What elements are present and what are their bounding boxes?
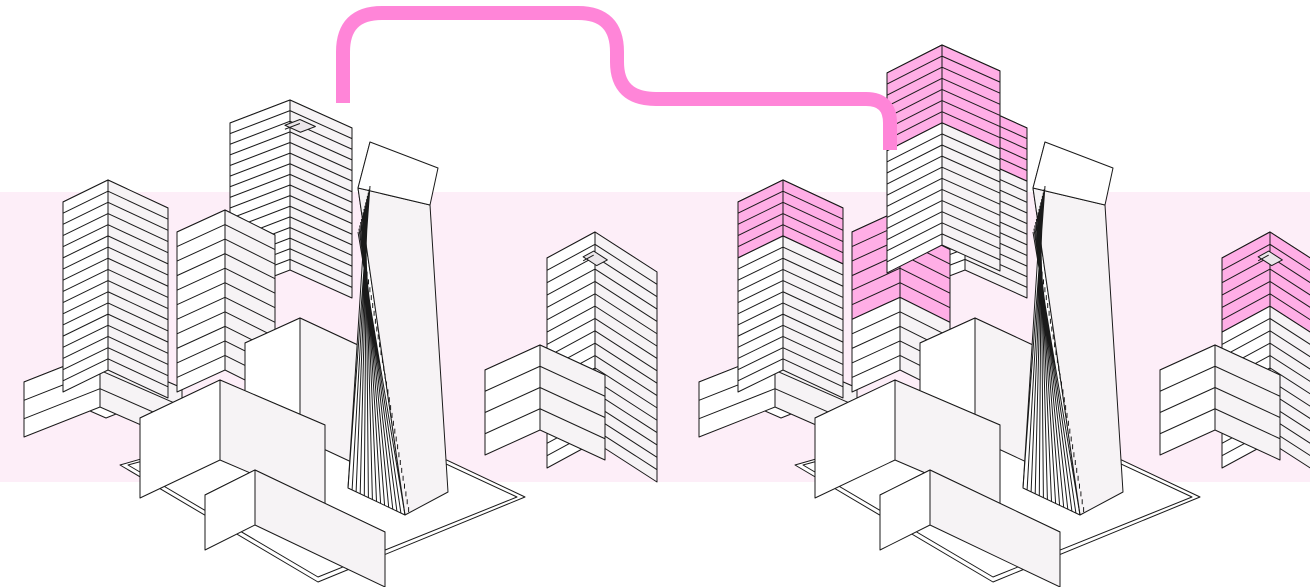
left-tower-right-face [108, 180, 168, 398]
left-tower [63, 180, 168, 398]
left-tower-left-face [63, 180, 108, 392]
after-tall-tower [887, 45, 1000, 273]
left-tower [738, 180, 843, 398]
